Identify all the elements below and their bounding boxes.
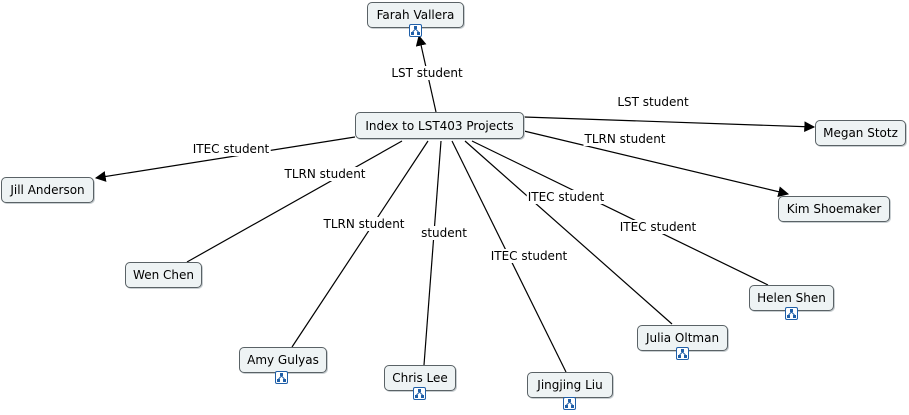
node-chris-lee[interactable]: Chris Lee bbox=[384, 365, 456, 391]
root-node-label: Index to LST403 Projects bbox=[365, 118, 514, 133]
link-label-helen: ITEC student bbox=[618, 220, 698, 234]
node-jill-anderson[interactable]: Jill Anderson bbox=[1, 177, 94, 203]
root-node[interactable]: Index to LST403 Projects bbox=[355, 112, 524, 139]
node-label: Jingjing Liu bbox=[537, 378, 603, 392]
link-line-wen bbox=[186, 140, 403, 263]
node-amy-gulyas[interactable]: Amy Gulyas bbox=[239, 347, 327, 373]
concept-map-resource-icon[interactable] bbox=[275, 371, 288, 384]
node-jingjing-liu[interactable]: Jingjing Liu bbox=[527, 372, 613, 398]
node-megan-stotz[interactable]: Megan Stotz bbox=[815, 120, 906, 146]
concept-map-resource-icon[interactable] bbox=[409, 24, 422, 37]
node-label: Julia Oltman bbox=[645, 331, 720, 345]
link-label-megan: LST student bbox=[616, 95, 690, 109]
concept-map-resource-icon[interactable] bbox=[413, 387, 426, 400]
link-line-julia bbox=[464, 140, 673, 325]
concept-map-resource-icon[interactable] bbox=[785, 307, 798, 320]
node-label: Wen Chen bbox=[133, 268, 194, 282]
link-label-jingjing: ITEC student bbox=[489, 249, 569, 263]
concept-map-resource-icon[interactable] bbox=[563, 397, 576, 410]
link-label-jill: ITEC student bbox=[191, 142, 271, 156]
node-helen-shen[interactable]: Helen Shen bbox=[749, 285, 834, 311]
link-label-kim: TLRN student bbox=[583, 132, 667, 146]
link-line-helen bbox=[471, 140, 769, 286]
link-label-wen: TLRN student bbox=[283, 167, 367, 181]
link-line-jill bbox=[94, 136, 356, 182]
node-label: Farah Vallera bbox=[376, 8, 455, 22]
node-label: Kim Shoemaker bbox=[786, 202, 882, 216]
link-line-amy bbox=[291, 140, 429, 348]
concept-map-resource-icon[interactable] bbox=[676, 347, 689, 360]
link-line-kim bbox=[523, 130, 790, 197]
link-line-megan bbox=[523, 116, 816, 133]
link-label-chris: student bbox=[420, 226, 468, 240]
node-label: Jill Anderson bbox=[10, 183, 85, 197]
node-label: Helen Shen bbox=[757, 291, 826, 305]
node-kim-shoemaker[interactable]: Kim Shoemaker bbox=[778, 196, 890, 222]
node-label: Megan Stotz bbox=[823, 126, 898, 140]
link-label-amy: TLRN student bbox=[322, 217, 406, 231]
node-label: Amy Gulyas bbox=[247, 353, 319, 367]
link-label-farah: LST student bbox=[390, 66, 464, 80]
node-label: Chris Lee bbox=[392, 371, 448, 385]
link-label-julia: ITEC student bbox=[526, 190, 606, 204]
node-wen-chen[interactable]: Wen Chen bbox=[125, 262, 202, 288]
link-line-chris bbox=[423, 140, 442, 366]
